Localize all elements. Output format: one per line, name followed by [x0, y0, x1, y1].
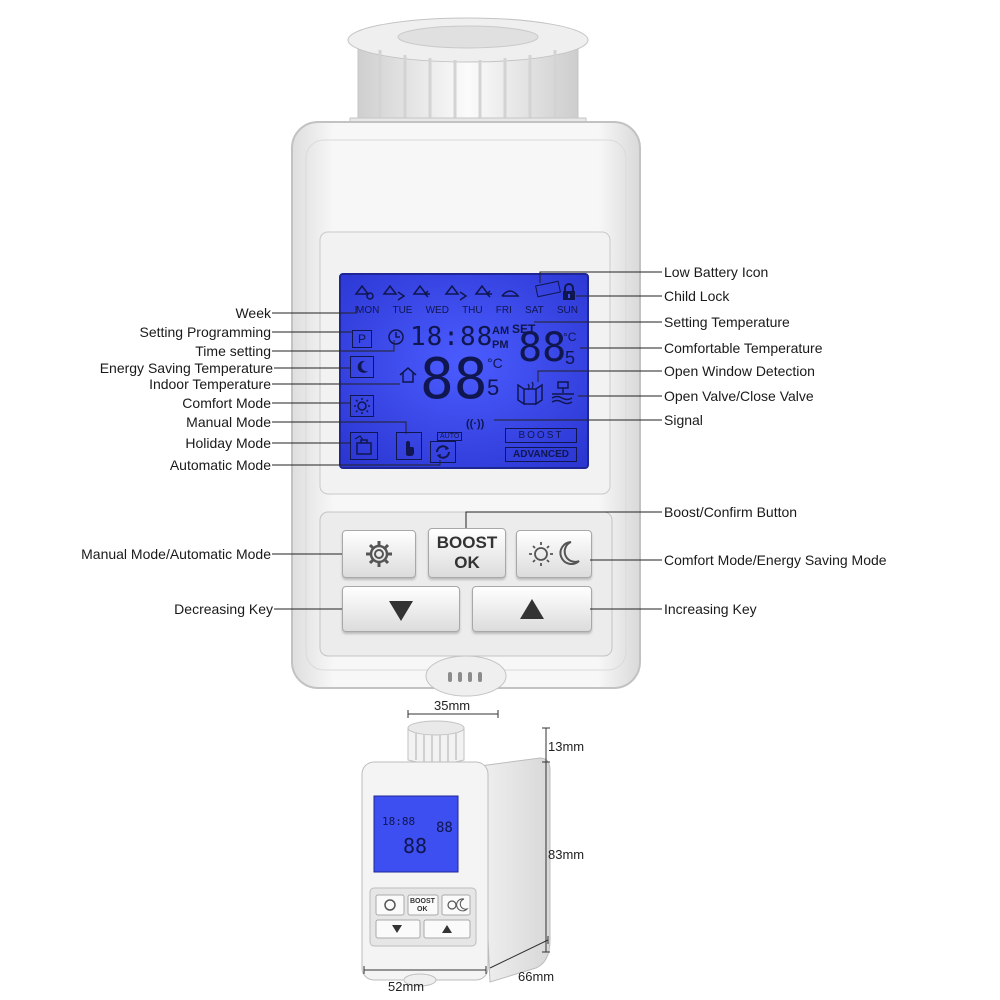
- label-automatic-mode: Automatic Mode: [169, 457, 271, 473]
- callout-lines: [272, 271, 662, 610]
- up-arrow-icon: [520, 599, 544, 619]
- set-label: SET: [512, 322, 536, 336]
- dimension-width-front: 52mm: [388, 979, 425, 994]
- indoor-temperature-decimal: 5: [487, 375, 500, 400]
- dimension-height-body: 83mm: [548, 847, 585, 862]
- set-temperature-unit: °C: [563, 330, 577, 344]
- set-temperature: 88: [518, 325, 567, 371]
- label-manual-mode: Manual Mode: [186, 414, 271, 430]
- program-indicator: P: [352, 330, 372, 348]
- clock-icon: [387, 328, 405, 351]
- label-open-close-valve: Open Valve/Close Valve: [664, 388, 814, 404]
- day-thu: THU: [462, 305, 483, 316]
- time-display: 18:88: [410, 322, 494, 352]
- holiday-mode-icon: [350, 432, 378, 460]
- label-boost-confirm-button: Boost/Confirm Button: [664, 504, 798, 520]
- label-week: Week: [235, 305, 271, 321]
- day-tue: TUE: [392, 305, 413, 316]
- label-open-window-detection: Open Window Detection: [664, 363, 815, 379]
- label-signal: Signal: [664, 412, 703, 428]
- pm-indicator: PM: [492, 339, 509, 351]
- indoor-house-icon: [398, 366, 418, 389]
- day-sun: SUN: [556, 305, 578, 316]
- label-comfort-mode: Comfort Mode: [182, 395, 271, 411]
- advanced-indicator: ADVANCED: [505, 447, 577, 462]
- label-decreasing-key: Decreasing Key: [174, 601, 273, 617]
- small-device: [361, 720, 551, 987]
- label-manual-auto-mode: Manual Mode/Automatic Mode: [81, 546, 271, 562]
- signal-icon: ((·)): [466, 418, 485, 430]
- increase-button[interactable]: [472, 586, 592, 632]
- dimension-height-top: 13mm: [548, 739, 585, 754]
- open-window-icon: [515, 380, 545, 411]
- label-holiday-mode: Holiday Mode: [185, 435, 271, 451]
- small-boost-label: BOOST: [410, 898, 435, 905]
- decrease-button[interactable]: [342, 586, 460, 632]
- boost-ok-button[interactable]: BOOST OK: [428, 528, 506, 578]
- comfort-sun-icon: [350, 395, 374, 417]
- comfort-eco-button[interactable]: [516, 530, 592, 578]
- manual-mode-icon: [396, 432, 422, 460]
- automatic-mode-icon: [430, 441, 456, 463]
- label-indoor-temperature: Indoor Temperature: [149, 376, 271, 392]
- indoor-temperature-unit: °C: [487, 355, 503, 371]
- week-day-row: MON TUE WED THU FRI SAT SUN: [356, 305, 578, 316]
- label-setting-temperature: Setting Temperature: [664, 314, 790, 330]
- set-temperature-decimal: 5: [565, 348, 576, 368]
- label-comfortable-temperature: Comfortable Temperature: [664, 340, 823, 356]
- label-setting-programming: Setting Programming: [139, 324, 271, 340]
- label-low-battery-icon: Low Battery Icon: [664, 264, 769, 280]
- day-wed: WED: [425, 305, 449, 316]
- child-lock-icon: [561, 283, 577, 306]
- label-child-lock: Child Lock: [664, 288, 730, 304]
- label-increasing-key: Increasing Key: [664, 601, 757, 617]
- program-schedule-icons: [352, 280, 522, 302]
- down-arrow-icon: [389, 601, 413, 621]
- valve-icon: [548, 380, 578, 411]
- boost-button-label: BOOST: [436, 533, 498, 552]
- small-lcd-time: 18:88: [382, 815, 416, 828]
- label-comfort-energy-mode: Comfort Mode/Energy Saving Mode: [664, 552, 887, 568]
- dimension-width-top: 35mm: [434, 698, 471, 713]
- day-sat: SAT: [524, 305, 544, 316]
- am-indicator: AM: [492, 325, 510, 337]
- auto-label: AUTO: [437, 432, 463, 441]
- manual-auto-button[interactable]: [342, 530, 416, 578]
- dimension-depth: 66mm: [518, 969, 555, 984]
- day-mon: MON: [356, 305, 380, 316]
- energy-saving-icon: [350, 356, 374, 378]
- label-energy-saving-temperature: Energy Saving Temperature: [99, 360, 273, 376]
- ok-button-label: OK: [454, 553, 480, 572]
- boost-indicator: BOOST: [505, 428, 577, 443]
- indoor-temperature: 88: [420, 347, 488, 412]
- sun-moon-icon: [529, 541, 580, 566]
- label-time-setting: Time setting: [195, 343, 271, 359]
- gear-icon: [366, 541, 392, 567]
- small-lcd-indoor-temp: 88: [403, 834, 428, 858]
- dimension-lines: [363, 710, 550, 974]
- small-ok-label: OK: [417, 906, 428, 913]
- day-fri: FRI: [495, 305, 512, 316]
- small-lcd-set-temp: 88: [436, 820, 453, 836]
